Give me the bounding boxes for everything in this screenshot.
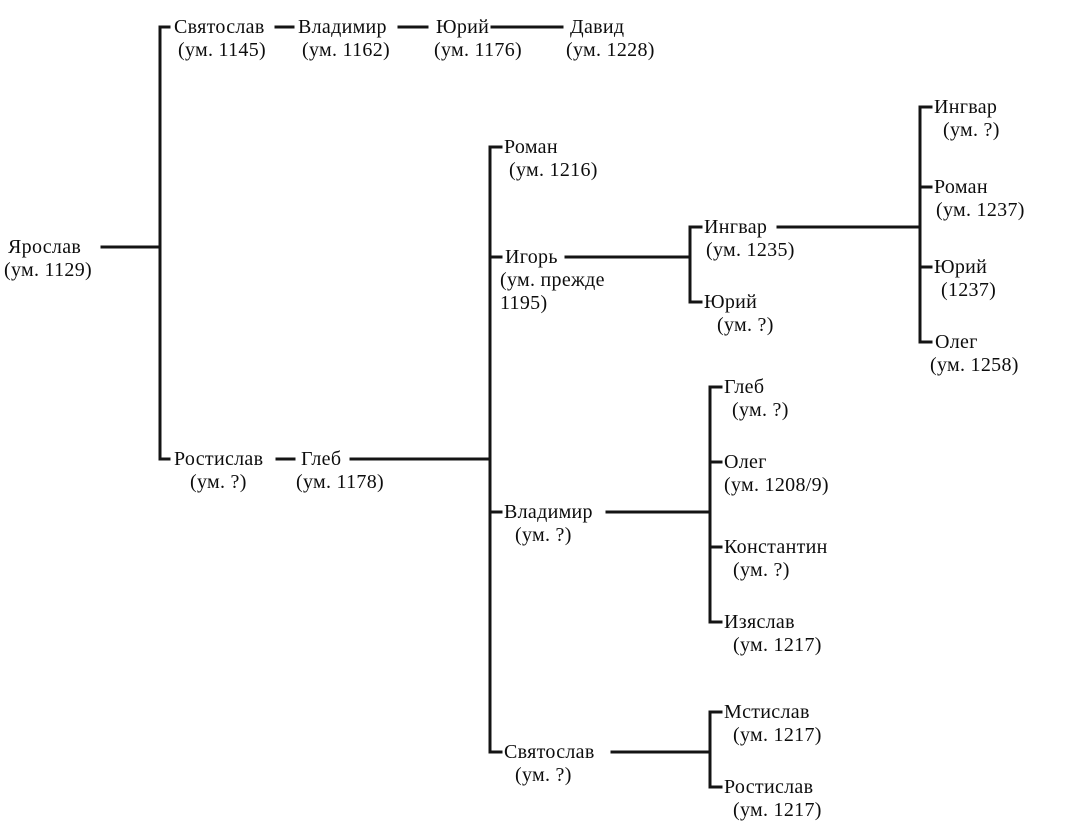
person-node-konstantin: Константин (ум. ?)	[724, 536, 828, 582]
person-years: (ум. 1258)	[930, 354, 1019, 376]
person-name: Юрий	[704, 291, 758, 313]
person-name: Роман	[504, 136, 558, 158]
person-years: (ум. прежде 1195)	[500, 269, 605, 314]
person-years: (ум. 1208/9)	[724, 474, 829, 496]
person-node-gleb-sr: Глеб (ум. 1178)	[296, 448, 384, 494]
person-name: Владимир	[298, 16, 387, 38]
person-node-svyatoslav-sr: Святослав (ум. 1145)	[174, 16, 266, 62]
person-years: (ум. 1237)	[936, 199, 1025, 221]
person-name: Роман	[934, 176, 988, 198]
person-years: (ум. 1162)	[302, 39, 390, 61]
person-years: (1237)	[941, 279, 997, 301]
person-name: Святослав	[504, 741, 595, 763]
person-years: (ум. 1129)	[4, 259, 92, 281]
person-node-vladimir-glebovich: Владимир (ум. ?)	[504, 501, 593, 547]
person-name: Константин	[724, 536, 828, 558]
person-node-vladimir-sr: Владимир (ум. 1162)	[298, 16, 390, 62]
person-node-oleg-ingvarevich: Олег (ум. 1258)	[930, 331, 1019, 377]
person-years: (ум. 1228)	[566, 39, 655, 61]
person-name: Ингвар	[704, 216, 768, 238]
person-years: (ум. ?)	[717, 314, 774, 336]
person-years: (ум. 1235)	[706, 239, 795, 261]
person-years: (ум. ?)	[515, 524, 572, 546]
person-node-oleg-vladimirovich: Олег (ум. 1208/9)	[724, 451, 829, 497]
person-node-rostislav-sr: Ростислав (ум. ?)	[174, 448, 263, 494]
person-years: (ум. 1145)	[178, 39, 266, 61]
person-years: (ум. 1176)	[434, 39, 522, 61]
person-node-yaroslav: Ярослав (ум. 1129)	[4, 236, 92, 282]
person-name: Игорь	[505, 246, 558, 268]
person-name: Олег	[724, 451, 767, 473]
person-name: Глеб	[301, 448, 342, 470]
person-node-david: Давид (ум. 1228)	[566, 16, 655, 62]
person-name: Юрий	[934, 256, 988, 278]
person-name: Юрий	[436, 16, 490, 38]
person-name: Давид	[570, 16, 625, 38]
person-node-roman-sr: Роман (ум. 1216)	[504, 136, 598, 182]
person-years: (ум. ?)	[515, 764, 572, 786]
person-years: (ум. 1216)	[509, 159, 598, 181]
person-years: (ум. ?)	[190, 471, 247, 493]
person-years: (ум. 1217)	[733, 799, 822, 821]
person-node-yuri-jr: Юрий (1237)	[934, 256, 996, 302]
person-node-igor: Игорь (ум. прежде 1195)	[500, 246, 605, 315]
person-node-mstislav: Мстислав (ум. 1217)	[724, 701, 822, 747]
person-node-svyatoslav-glebovich: Святослав (ум. ?)	[504, 741, 595, 787]
person-node-gleb-jr: Глеб (ум. ?)	[724, 376, 789, 422]
person-years: (ум. ?)	[732, 399, 789, 421]
person-node-yuri-sr: Юрий (ум. 1176)	[434, 16, 522, 62]
person-name: Олег	[935, 331, 978, 353]
person-name: Ростислав	[174, 448, 264, 470]
person-node-roman-jr: Роман (ум. 1237)	[934, 176, 1025, 222]
person-years: (ум. ?)	[943, 119, 1000, 141]
person-name: Ингвар	[934, 96, 998, 118]
person-name: Глеб	[724, 376, 765, 398]
person-node-ingvar-sr: Ингвар (ум. 1235)	[704, 216, 795, 262]
person-years: (ум. 1217)	[733, 634, 822, 656]
person-years: (ум. 1178)	[296, 471, 384, 493]
person-name: Изяслав	[724, 611, 795, 633]
person-node-yuri-igorevich: Юрий (ум. ?)	[704, 291, 774, 337]
person-name: Ростислав	[724, 776, 814, 798]
person-node-rostislav-jr: Ростислав (ум. 1217)	[724, 776, 822, 822]
person-name: Владимир	[504, 501, 593, 523]
person-years: (ум. 1217)	[733, 724, 822, 746]
person-node-ingvar-jr: Ингвар (ум. ?)	[934, 96, 1000, 142]
person-node-izyaslav: Изяслав (ум. 1217)	[724, 611, 822, 657]
person-name: Мстислав	[724, 701, 810, 723]
person-name: Святослав	[174, 16, 265, 38]
person-name: Ярослав	[8, 236, 82, 258]
person-years: (ум. ?)	[733, 559, 790, 581]
